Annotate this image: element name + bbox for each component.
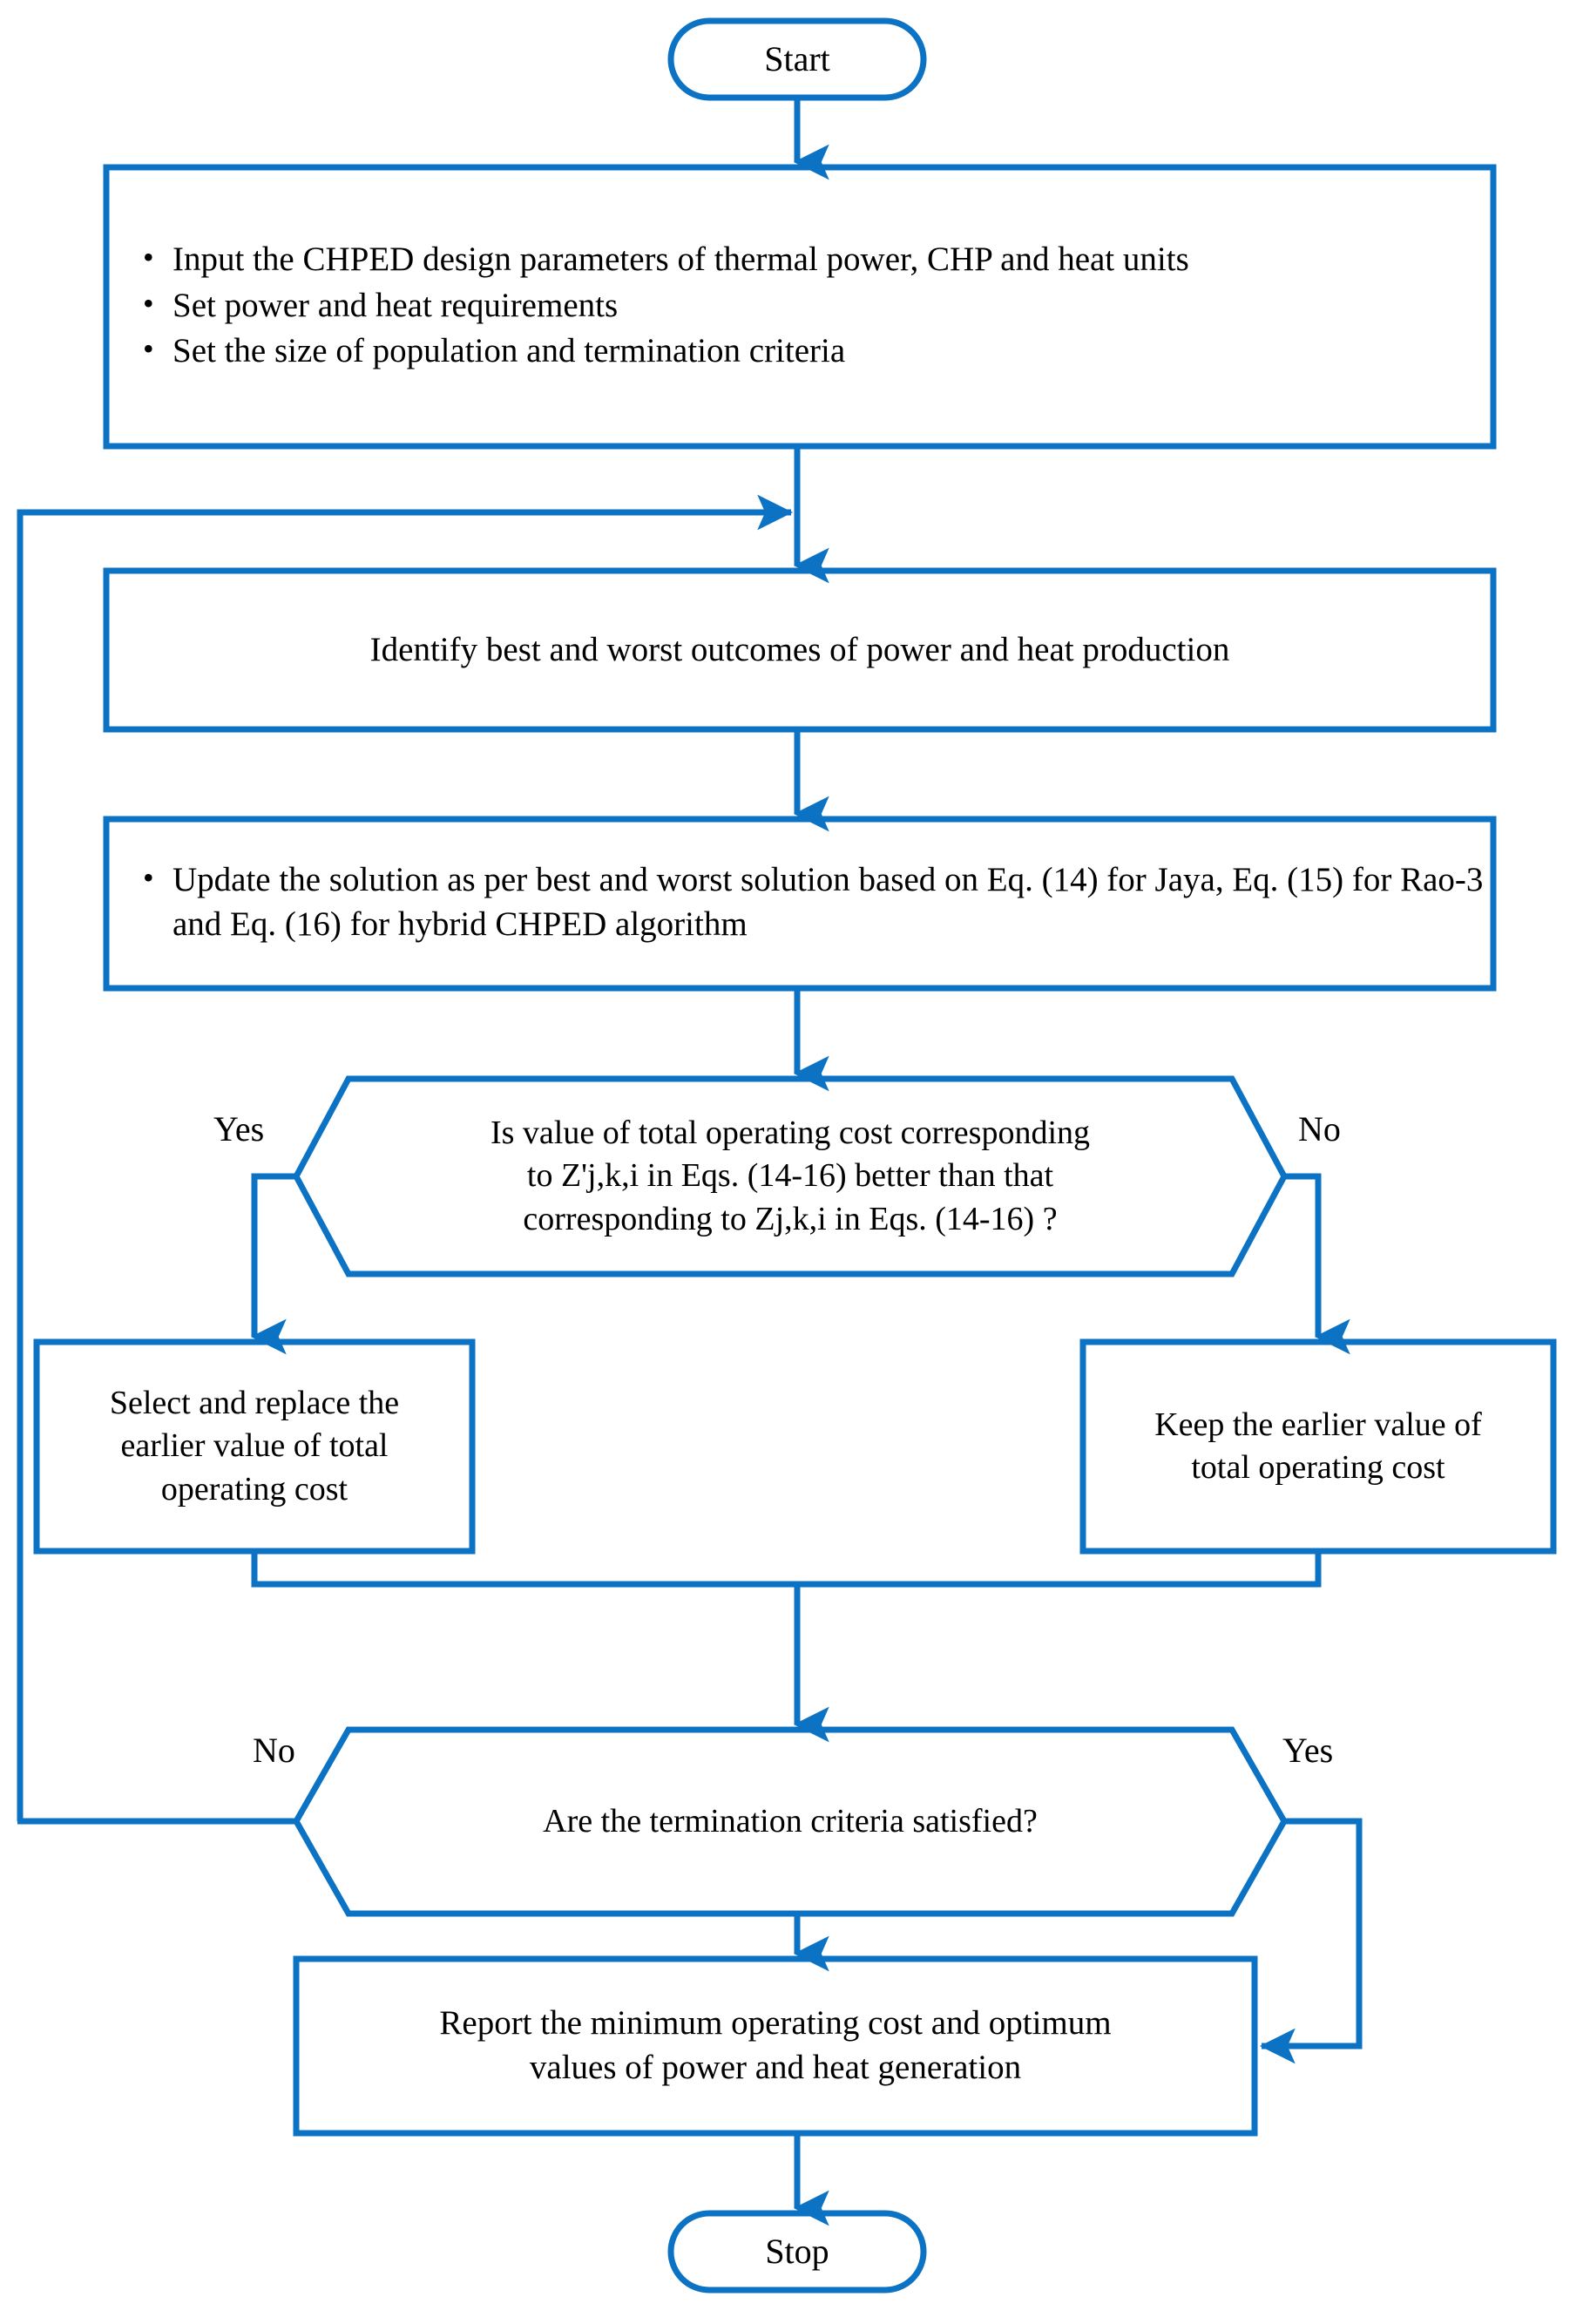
shape-stop <box>667 2210 927 2294</box>
shape-update <box>103 816 1497 992</box>
edge-feedback-loop <box>17 494 794 1821</box>
edge-select-to-merge <box>251 1551 797 1588</box>
shape-report <box>293 1955 1258 2137</box>
edge-cost-no-to-keep <box>1284 1173 1350 1355</box>
edge-termination-yes-to-report <box>1259 1818 1363 2064</box>
edge-keep-to-merge <box>797 1551 1322 1588</box>
shape-start <box>667 17 927 101</box>
shape-decision-cost <box>293 1075 1288 1277</box>
shape-identify <box>103 567 1497 733</box>
shape-decision-termination <box>292 1726 1289 1917</box>
shape-select-replace <box>33 1338 476 1555</box>
shape-input <box>103 164 1497 450</box>
edge-cost-yes-to-select <box>250 1173 296 1355</box>
shape-keep-earlier <box>1079 1338 1557 1555</box>
